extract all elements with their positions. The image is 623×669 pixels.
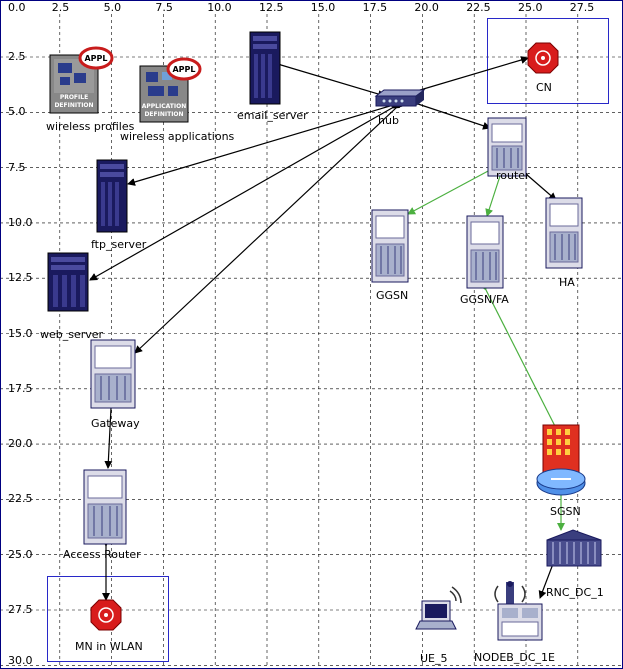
access-router-node[interactable] xyxy=(83,469,127,545)
x-tick-label: 15.0 xyxy=(310,1,336,14)
icon-text-line2: DEFINITION xyxy=(144,111,183,118)
link-email-server-to-hub[interactable] xyxy=(273,59,386,98)
server-icon xyxy=(47,252,89,312)
hub-icon xyxy=(374,89,426,107)
rnc-icon xyxy=(546,529,602,567)
link-gateway-to-access-router[interactable] xyxy=(104,400,116,469)
x-tick-label: 22.5 xyxy=(466,1,491,14)
x-tick-label: 10.0 xyxy=(207,1,232,14)
wireless-profiles-label: wireless profiles xyxy=(46,120,135,133)
router-icon xyxy=(90,339,136,409)
mn-wlan-node[interactable] xyxy=(90,599,122,631)
wireless-applications-label: wireless applications xyxy=(120,130,235,143)
hub-node[interactable] xyxy=(374,89,426,107)
mn-wlan-label: MN in WLAN xyxy=(75,640,143,653)
link-router-to-ggsn[interactable] xyxy=(407,163,499,215)
router-label: router xyxy=(496,169,530,182)
server-icon xyxy=(249,31,281,105)
y-tick-label: 20.0 xyxy=(8,437,33,451)
link-router-to-ha[interactable] xyxy=(518,166,557,201)
appl-badge: APPL xyxy=(78,46,114,70)
web-server-node[interactable] xyxy=(47,252,89,312)
ha-label: HA xyxy=(559,276,575,289)
link-hub-to-gateway[interactable] xyxy=(134,100,404,354)
x-tick-label: 27.5 xyxy=(569,1,595,14)
appl-badge: APPL xyxy=(166,57,202,81)
y-tick-label: 10.0 xyxy=(8,215,33,229)
y-tick-label: 15.0 xyxy=(8,326,33,340)
sgsn-building-icon xyxy=(536,424,586,496)
router-icon xyxy=(83,469,127,545)
application-definition-icon xyxy=(146,72,178,96)
x-tick-label: 17.5 xyxy=(362,1,388,14)
y-tick-label: 27.5 xyxy=(8,603,33,616)
sgsn-label: SGSN xyxy=(550,505,581,518)
y-tick-label: 5.0 xyxy=(8,105,26,119)
cn-label: CN xyxy=(536,81,552,94)
icon-text-line2: DEFINITION xyxy=(54,102,93,109)
ggsn-fa-label: GGSN/FA xyxy=(460,293,509,306)
ftp-server-label: ftp_server xyxy=(91,238,147,251)
ggsn-node[interactable] xyxy=(371,209,409,283)
x-tick-label: 25.0 xyxy=(518,1,543,14)
link-router-to-ggsn-fa[interactable] xyxy=(485,168,506,217)
y-tick-label: 30.0 xyxy=(8,654,33,667)
rnc-node[interactable] xyxy=(546,529,602,567)
router-node[interactable] xyxy=(487,117,527,177)
web-server-label: web_server xyxy=(40,328,104,341)
server-icon xyxy=(96,159,128,233)
rnc-label: RNC_DC_1 xyxy=(546,586,604,599)
y-tick-label: 25.0 xyxy=(8,547,33,561)
y-tick-label: 17.5 xyxy=(8,381,33,395)
router-icon xyxy=(487,117,527,177)
x-tick-label: 0.0 xyxy=(8,1,26,14)
x-tick-label: 7.5 xyxy=(155,1,173,14)
router-icon xyxy=(466,215,504,289)
ftp-server-node[interactable] xyxy=(96,159,128,233)
hub-label: hub xyxy=(378,114,399,127)
nodeb-icon xyxy=(494,581,543,641)
sgsn-node[interactable] xyxy=(536,424,586,496)
link-hub-to-router[interactable] xyxy=(410,97,491,130)
cn-node[interactable] xyxy=(527,42,559,74)
mobile-node-icon xyxy=(90,599,122,631)
x-tick-label: 20.0 xyxy=(414,1,439,14)
icon-text-line1: APPLICATION xyxy=(142,103,187,110)
link-ggsn-fa-to-sgsn[interactable] xyxy=(479,281,562,439)
gateway-node[interactable] xyxy=(90,339,136,409)
router-icon xyxy=(371,209,409,283)
svg-text:APPL: APPL xyxy=(172,65,195,74)
ggsn-label: GGSN xyxy=(376,289,409,302)
ue5-label: UE_5 xyxy=(420,652,448,665)
wireless-profiles-node[interactable]: PROFILE DEFINITION APPL xyxy=(49,46,114,114)
y-tick-label: 7.5 xyxy=(8,160,26,174)
profile-definition-icon xyxy=(58,63,86,85)
wireless-applications-node[interactable]: APPLICATION DEFINITION APPL xyxy=(139,57,202,123)
ggsn-fa-node[interactable] xyxy=(466,215,504,289)
gateway-label: Gateway xyxy=(91,417,140,430)
router-icon xyxy=(545,197,583,269)
ue5-node[interactable] xyxy=(415,586,462,630)
y-tick-label: 22.5 xyxy=(8,492,33,506)
laptop-icon xyxy=(415,586,462,630)
y-tick-label: 12.5 xyxy=(8,271,33,285)
y-tick-label: 2.5 xyxy=(8,50,26,63)
svg-text:APPL: APPL xyxy=(84,54,107,63)
ha-node[interactable] xyxy=(545,197,583,269)
nodeb-node[interactable] xyxy=(494,581,543,641)
nodeb-label: NODEB_DC_1E xyxy=(474,651,555,664)
access-router-label: Access Router xyxy=(63,548,141,561)
email-server-label: email_server xyxy=(237,109,308,122)
icon-text-line1: PROFILE xyxy=(60,94,88,101)
x-tick-label: 5.0 xyxy=(103,1,122,14)
x-tick-label: 12.5 xyxy=(259,1,284,14)
email-server-node[interactable] xyxy=(249,31,281,105)
link-hub-to-cn[interactable] xyxy=(402,56,529,99)
mobile-node-icon xyxy=(527,42,559,74)
x-tick-label: 2.5 xyxy=(51,1,70,14)
